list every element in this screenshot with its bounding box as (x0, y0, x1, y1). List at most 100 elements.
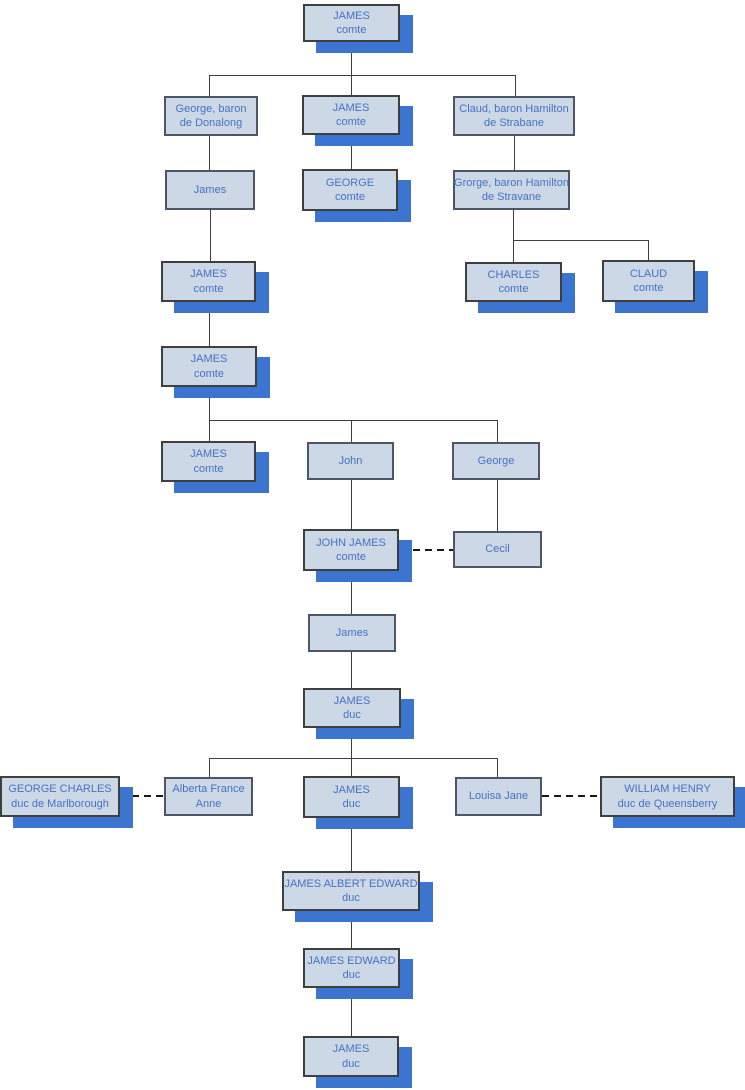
marriage-dashed-line (120, 795, 164, 797)
node-name: WILLIAM HENRY (624, 783, 711, 796)
node-name: JAMES (332, 1043, 370, 1056)
node-title: duc (342, 892, 360, 904)
tree-node-n16[interactable]: Cecil (453, 531, 542, 568)
connector-line (210, 210, 211, 261)
connector-line (351, 758, 352, 776)
connector-line (513, 210, 514, 241)
tree-node-n2[interactable]: George, baron de Donalong (164, 96, 258, 136)
node-title: duc (343, 709, 361, 721)
node-name: JAMES (190, 353, 228, 366)
node-title: duc (342, 798, 361, 810)
marriage-dashed-line (401, 549, 453, 551)
connector-line (351, 75, 352, 95)
tree-node-n15[interactable]: JOHN JAMES comte (303, 529, 399, 571)
connector-line (351, 420, 352, 442)
node-name: JAMES (333, 783, 370, 796)
connector-line (209, 136, 210, 170)
connector-line (351, 652, 352, 688)
tree-node-n25[interactable]: JAMES EDWARD duc (303, 948, 400, 988)
node-name: JAMES (333, 694, 371, 707)
connector-line (514, 136, 515, 170)
node-title: duc de Marlborough (11, 797, 109, 810)
node-title: duc (342, 1057, 360, 1070)
tree-node-n24[interactable]: JAMES ALBERT EDWARD duc (282, 871, 420, 911)
node-name: Grorge, baron Hamilton (454, 176, 569, 189)
connector-line (351, 818, 352, 871)
node-title: comte (336, 116, 366, 128)
connector-line (209, 75, 210, 96)
tree-node-n21[interactable]: JAMES duc (303, 776, 400, 818)
connector-line (351, 728, 352, 759)
node-title: duc (342, 969, 361, 981)
connector-line (351, 910, 352, 948)
tree-node-n9[interactable]: CHARLES comte (465, 262, 562, 302)
node-name: JAMES (190, 268, 227, 281)
connector-line (209, 302, 210, 346)
node-title: de Donalong (179, 117, 243, 129)
node-title: comte (193, 462, 224, 475)
tree-node-n1[interactable]: JAMES comte (303, 4, 400, 42)
node-name: James (193, 183, 227, 196)
node-name: JAMES (332, 101, 370, 114)
connector-line (513, 240, 514, 262)
node-title: comte (336, 24, 367, 36)
connector-line (497, 420, 498, 442)
connector-line (497, 480, 498, 531)
connector-line (648, 240, 649, 260)
connector-line (497, 758, 498, 777)
node-name: JAMES (333, 9, 370, 22)
node-title: comte (194, 367, 224, 380)
tree-node-n14[interactable]: George (452, 442, 540, 480)
node-name: George, baron (175, 102, 247, 115)
connector-line (209, 420, 210, 441)
node-name: JOHN JAMES (316, 536, 386, 549)
node-title: comte (335, 191, 365, 203)
node-name: JAMES (190, 448, 227, 461)
node-title: comte (498, 283, 529, 295)
tree-node-n13[interactable]: John (307, 442, 394, 480)
node-name: Claud, baron Hamilton (459, 102, 569, 115)
node-name: CLAUD (629, 267, 668, 280)
tree-node-n22[interactable]: Louisa Jane (455, 777, 542, 816)
connector-line (515, 75, 516, 96)
node-name: GEORGE CHARLES (8, 783, 112, 796)
node-name: Cecil (485, 543, 510, 556)
connector-line (351, 42, 352, 76)
node-name: George (477, 454, 515, 467)
tree-node-n4[interactable]: Claud, baron Hamilton de Strabane (453, 96, 575, 136)
node-name: JAMES ALBERT EDWARD (284, 877, 418, 890)
node-name: GEORGE (325, 176, 375, 189)
tree-node-n6[interactable]: GEORGE comte (302, 169, 398, 211)
connector-line (351, 480, 352, 529)
tree-node-n17[interactable]: James (308, 614, 396, 652)
node-title: comte (336, 551, 366, 563)
tree-node-n5[interactable]: James (165, 170, 255, 210)
connector-line (351, 135, 352, 169)
tree-node-n3[interactable]: JAMES comte (302, 95, 400, 135)
connector-line (209, 75, 516, 76)
connector-line (351, 571, 352, 614)
node-name: James (335, 626, 369, 639)
connector-line (351, 988, 352, 1036)
connector-line (209, 758, 498, 759)
node-title: de Strabane (484, 117, 544, 129)
connector-line (209, 387, 210, 421)
tree-node-n18[interactable]: JAMES duc (303, 688, 401, 728)
marriage-dashed-line (542, 795, 600, 797)
node-name: JAMES EDWARD (307, 954, 396, 967)
node-name: CHARLES (487, 268, 540, 281)
node-name: Alberta France (172, 783, 245, 796)
connector-line (209, 758, 210, 777)
node-name: John (338, 454, 363, 467)
connector-line (513, 240, 649, 241)
